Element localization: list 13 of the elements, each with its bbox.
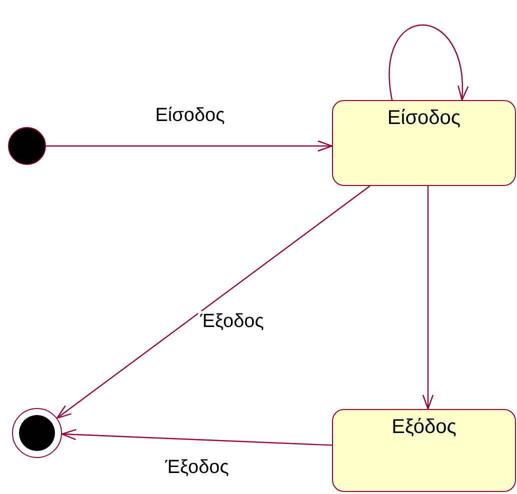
transition-arrow	[61, 429, 332, 446]
transition-arrow	[388, 24, 468, 101]
initial-state	[8, 127, 46, 165]
state-name: Εξόδος	[392, 416, 456, 439]
state-box	[332, 100, 516, 186]
transition-arrow	[422, 186, 434, 410]
final-state	[12, 408, 62, 458]
edge-label: Έξοδος	[198, 311, 266, 333]
state-name: Είσοδος	[387, 107, 461, 130]
edge-label: Έξοδος	[163, 457, 231, 479]
state-box	[332, 409, 516, 492]
transition-arrow	[46, 140, 333, 152]
transition-arrow	[56, 186, 370, 419]
